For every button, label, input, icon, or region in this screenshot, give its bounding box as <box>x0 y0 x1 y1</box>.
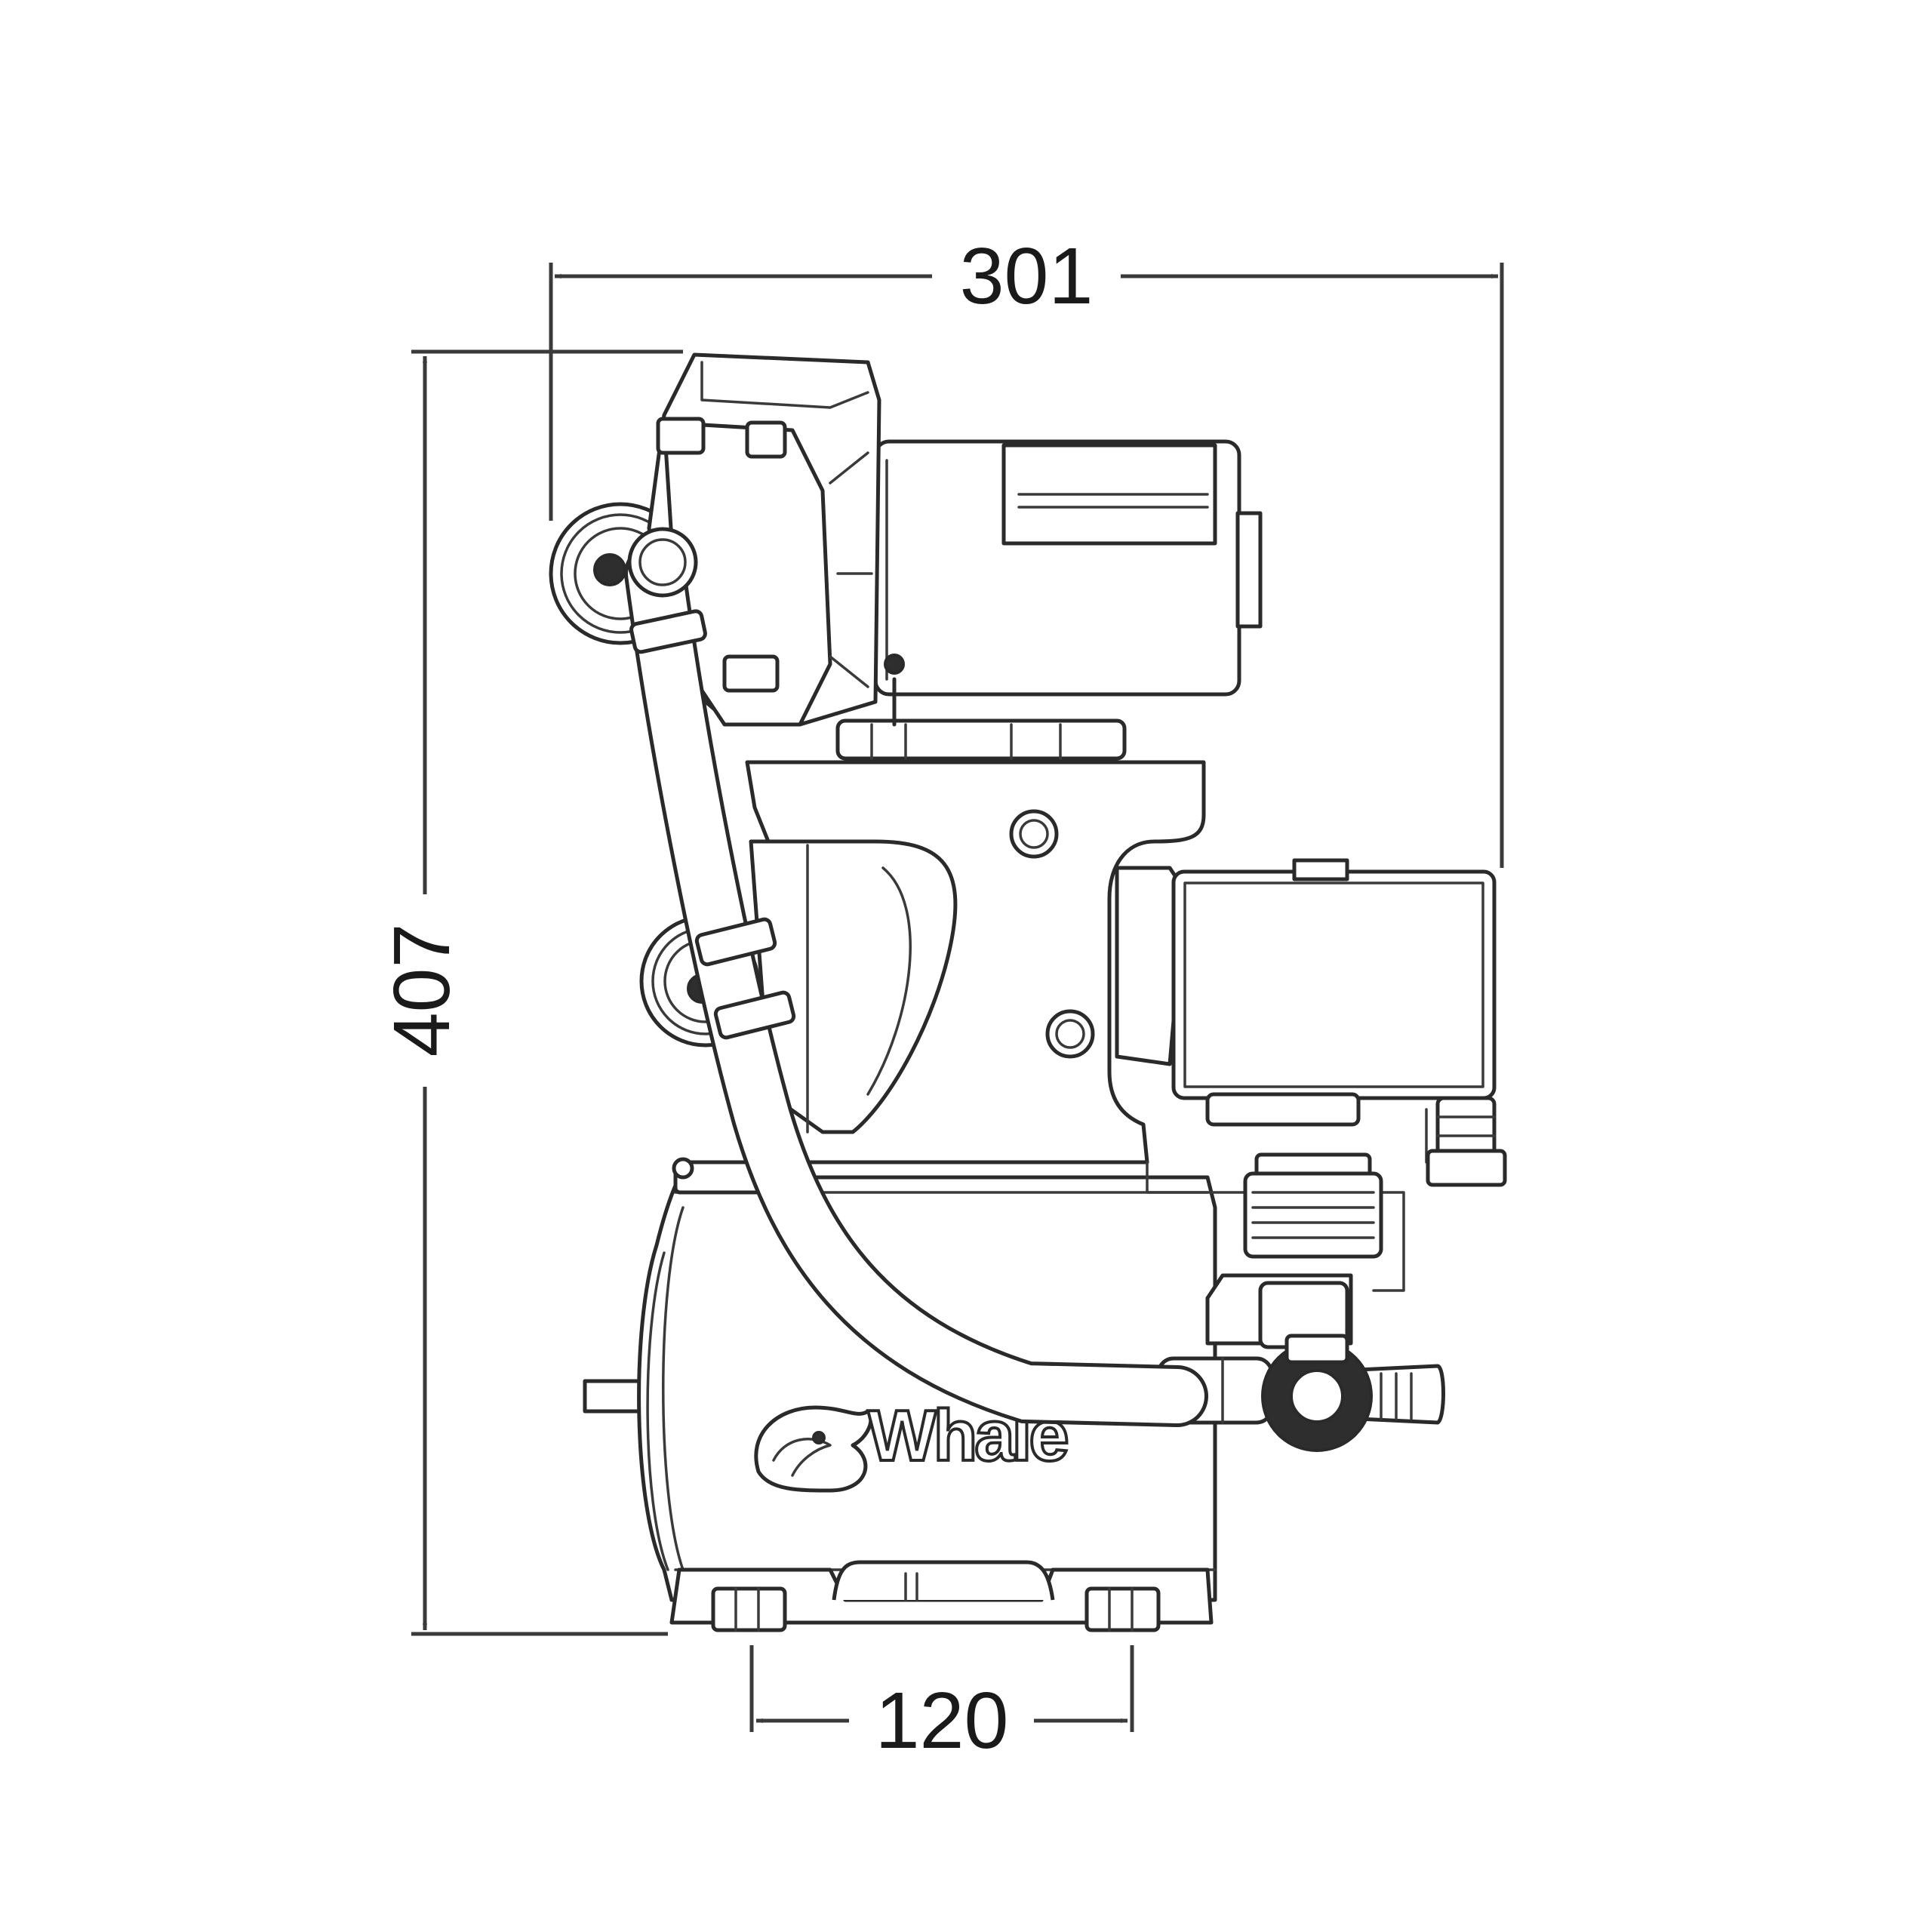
pressure-switch-box <box>1115 858 1507 1187</box>
base-spacing-dimension-label: 120 <box>875 1676 1009 1765</box>
accumulator-tank <box>583 1157 1217 1632</box>
upper-motor <box>873 439 1263 697</box>
base-spacing-dimension: 120 <box>749 1645 1134 1765</box>
height-dimension-label: 407 <box>377 924 466 1057</box>
upper-pump-head <box>549 352 881 727</box>
width-dimension: 301 <box>549 232 1504 868</box>
flexible-hose <box>624 527 1208 1427</box>
width-dimension-label: 301 <box>960 232 1094 321</box>
whale-logo: Whale <box>754 1394 1072 1493</box>
height-dimension: 407 <box>377 349 683 1636</box>
